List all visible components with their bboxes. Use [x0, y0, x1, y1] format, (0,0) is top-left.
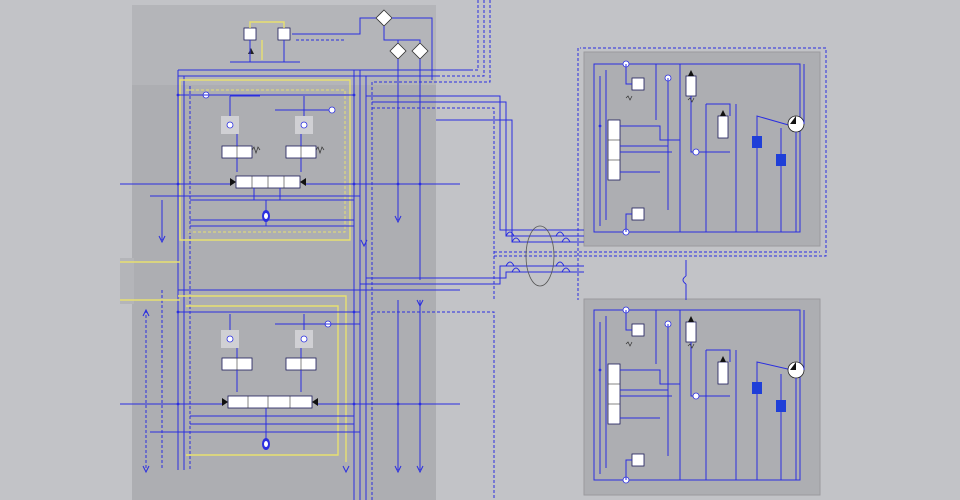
filter-diamonds — [375, 9, 433, 96]
top-feed-lines — [178, 0, 491, 83]
upper-actuator-unit — [593, 60, 805, 236]
lower-valve-cluster — [120, 289, 460, 450]
lower-actuator-unit — [593, 306, 805, 484]
header-valve-group — [230, 17, 378, 63]
flow-arrows — [142, 215, 424, 474]
accumulator-icon — [752, 136, 762, 148]
left-trunk-lines — [145, 70, 421, 500]
junction-dots — [176, 93, 602, 406]
left-manifold-panel — [120, 5, 436, 500]
upper-valve-cluster — [120, 91, 460, 227]
crossover-lines — [360, 47, 827, 500]
pilot-line-frames — [120, 79, 351, 462]
